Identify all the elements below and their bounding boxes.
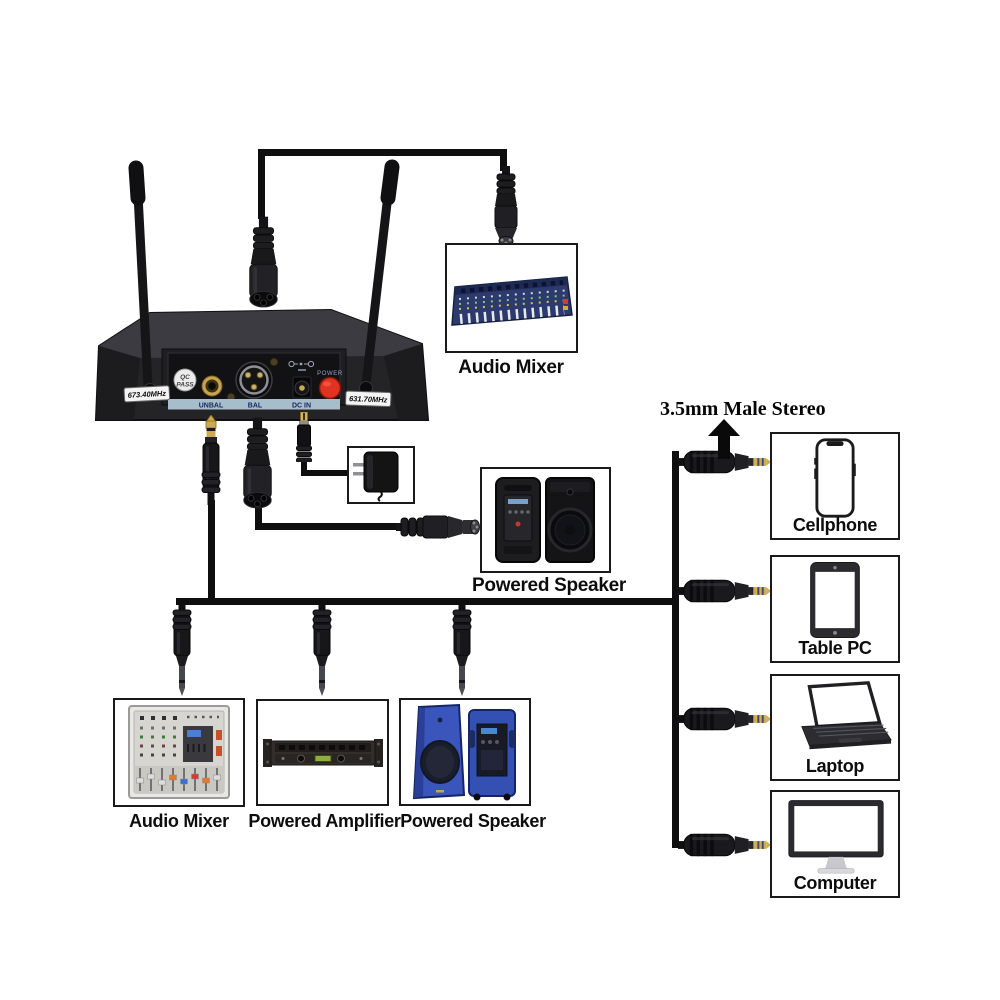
computer-box: Computer bbox=[770, 790, 900, 898]
qc-pass-line2: PASS bbox=[176, 382, 194, 389]
cable-top-horizontal bbox=[258, 149, 507, 156]
cable-bal-horizontal bbox=[255, 523, 403, 530]
bal-label: BAL bbox=[248, 403, 263, 410]
audio-mixer-box-top bbox=[445, 243, 578, 353]
quarter-inch-plug bbox=[172, 604, 192, 697]
dc-power-plug bbox=[296, 412, 312, 462]
bal-xlr-output bbox=[235, 361, 273, 399]
stereo-35mm-plug bbox=[678, 833, 772, 857]
monitor-icon bbox=[788, 800, 884, 874]
frequency-plate-left: 673.40MHz bbox=[123, 385, 171, 403]
power-adapter-image bbox=[353, 451, 399, 502]
dc-in-label: DC IN bbox=[292, 403, 311, 410]
laptop-label: Laptop bbox=[805, 756, 865, 776]
unbal-label: UNBAL bbox=[199, 403, 224, 410]
powered-amplifier-label: Powered Amplifier bbox=[248, 811, 401, 831]
power-button bbox=[318, 376, 342, 400]
xlr-male-connector bbox=[396, 515, 480, 539]
cable-dc-vertical bbox=[301, 458, 307, 476]
wireless-receiver: QC PASS bbox=[94, 159, 430, 421]
table-pc-box: Table PC bbox=[770, 555, 900, 663]
xlr-female-connector bbox=[243, 417, 272, 509]
power-adapter-box bbox=[347, 446, 415, 504]
cable-unbal-vertical bbox=[208, 500, 215, 603]
arrow-up-icon bbox=[708, 419, 740, 459]
unbal-jack bbox=[201, 375, 223, 397]
powered-speaker-label-bottom: Powered Speaker bbox=[400, 811, 546, 831]
powered-speaker-image bbox=[412, 703, 516, 801]
quarter-inch-plug-unbal bbox=[201, 415, 221, 505]
powered-amplifier-image bbox=[263, 739, 383, 767]
svg-text:631.70MHz: 631.70MHz bbox=[349, 394, 388, 404]
cable-dc-horizontal bbox=[301, 470, 351, 476]
xlr-male-connector bbox=[494, 166, 518, 246]
panel-strip bbox=[168, 399, 340, 410]
antenna-left bbox=[128, 160, 153, 391]
computer-label: Computer bbox=[793, 873, 877, 893]
antenna-right bbox=[361, 159, 400, 389]
svg-text:673.40MHz: 673.40MHz bbox=[127, 389, 166, 400]
stereo-35mm-plug bbox=[678, 707, 772, 731]
stereo-35mm-plug bbox=[678, 579, 772, 603]
quarter-inch-plug bbox=[452, 604, 472, 697]
table-pc-label: Table PC bbox=[798, 638, 872, 658]
audio-mixer-image bbox=[128, 705, 230, 799]
qc-pass-sticker bbox=[173, 368, 197, 392]
audio-mixer-label-top: Audio Mixer bbox=[458, 357, 564, 378]
audio-mixer-image bbox=[451, 276, 573, 326]
audio-mixer-box-bottom bbox=[113, 698, 245, 807]
powered-speaker-image bbox=[495, 477, 595, 563]
cellphone-icon bbox=[814, 438, 856, 518]
cable-right-vertical bbox=[672, 451, 679, 848]
laptop-box: Laptop bbox=[770, 674, 900, 781]
powered-speaker-box-mid bbox=[480, 467, 611, 573]
powered-amplifier-box bbox=[256, 699, 389, 806]
laptop-icon bbox=[801, 681, 892, 750]
cable-bal-vertical bbox=[255, 503, 262, 530]
powered-speaker-label-mid: Powered Speaker bbox=[472, 575, 626, 596]
powered-speaker-box-bottom bbox=[399, 698, 531, 806]
xlr-female-connector bbox=[249, 216, 278, 308]
dc-polarity-icon bbox=[288, 360, 315, 371]
qc-pass-line1: QC bbox=[180, 374, 190, 381]
frequency-plate-right: 631.70MHz bbox=[345, 390, 392, 407]
power-label: POWER bbox=[317, 371, 343, 377]
annotation-35mm-male-stereo: 3.5mm Male Stereo bbox=[660, 398, 826, 420]
cable-top-right-drop bbox=[500, 149, 507, 171]
panel-screw bbox=[269, 357, 279, 367]
quarter-inch-plug bbox=[312, 604, 332, 697]
dc-in-jack bbox=[292, 376, 312, 399]
cellphone-label: Cellphone bbox=[792, 515, 878, 535]
audio-mixer-label-bottom: Audio Mixer bbox=[129, 811, 229, 831]
receiver-rear-panel: QC PASS bbox=[161, 348, 347, 410]
cable-top-left-drop bbox=[258, 149, 265, 219]
cable-bottom-bus bbox=[176, 598, 677, 605]
cellphone-box: Cellphone bbox=[770, 432, 900, 540]
tablet-icon bbox=[810, 562, 860, 638]
